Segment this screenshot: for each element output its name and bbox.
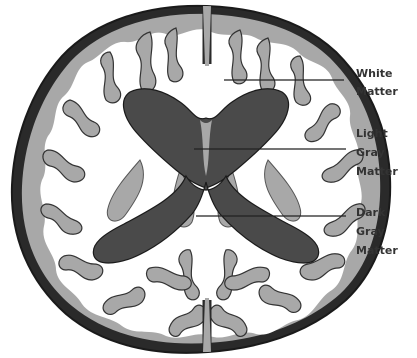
label-white-matter-line-1: White	[356, 67, 392, 80]
label-white-matter-line-2: Matter	[356, 85, 398, 98]
label-white-matter: White Matter	[356, 67, 398, 98]
label-light-gray-matter: Light Gray Matter	[356, 127, 398, 178]
label-light-gray-matter-line-1: Light	[356, 127, 388, 140]
brain-slice	[12, 6, 390, 353]
label-dark-gray-matter-line-2: Gray	[356, 225, 385, 238]
label-light-gray-matter-line-3: Matter	[356, 165, 398, 178]
label-dark-gray-matter-line-1: Dark	[356, 206, 386, 219]
label-light-gray-matter-line-2: Gray	[356, 146, 385, 159]
label-dark-gray-matter: Dark Gray Matter	[356, 206, 398, 257]
label-dark-gray-matter-line-3: Matter	[356, 244, 398, 257]
